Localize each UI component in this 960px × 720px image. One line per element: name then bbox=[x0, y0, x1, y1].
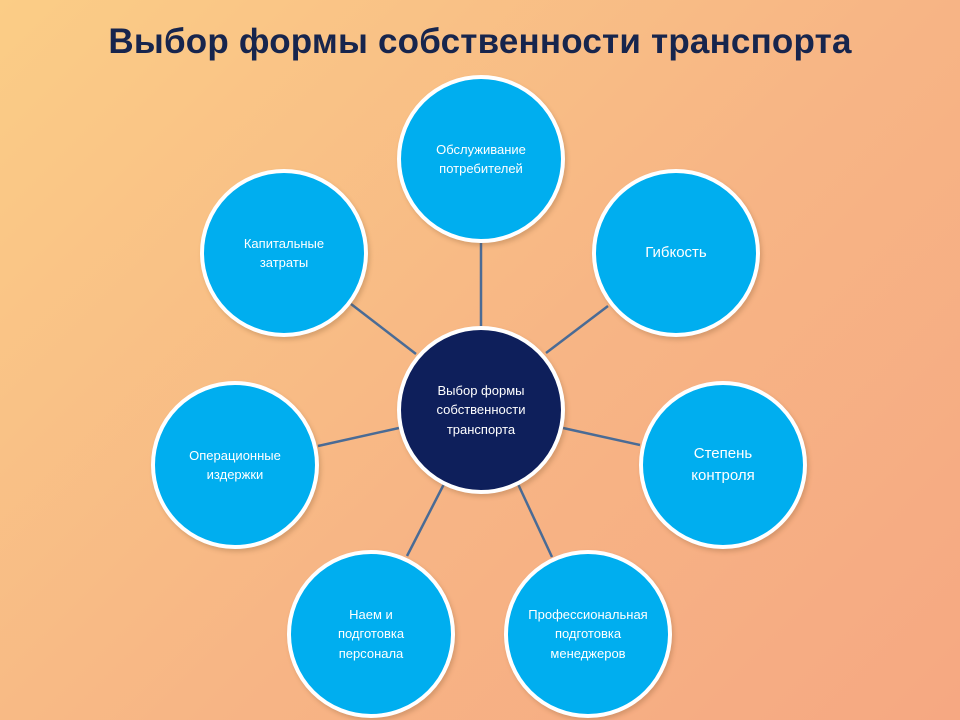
connector-line bbox=[317, 426, 400, 448]
node-operating-costs: Операционные издержки bbox=[151, 381, 319, 549]
node-flexibility: Гибкость bbox=[592, 169, 760, 337]
connector-line bbox=[562, 426, 641, 447]
node-capital-costs: Капитальные затраты bbox=[200, 169, 368, 337]
connector-line bbox=[350, 303, 417, 355]
node-degree-of-control: Степень контроля bbox=[639, 381, 807, 549]
node-customer-service: Обслуживание потребителей bbox=[397, 75, 565, 243]
page-title: Выбор формы собственности транспорта bbox=[108, 22, 852, 61]
node-manager-training: Профессиональная подготовка менеджеров bbox=[504, 550, 672, 718]
connector-line bbox=[405, 483, 446, 557]
center-node: Выбор формы собственности транспорта bbox=[397, 326, 565, 494]
connector-line bbox=[516, 483, 554, 558]
node-staff-hiring: Наем и подготовка персонала bbox=[287, 550, 455, 718]
connector-line bbox=[545, 305, 609, 354]
